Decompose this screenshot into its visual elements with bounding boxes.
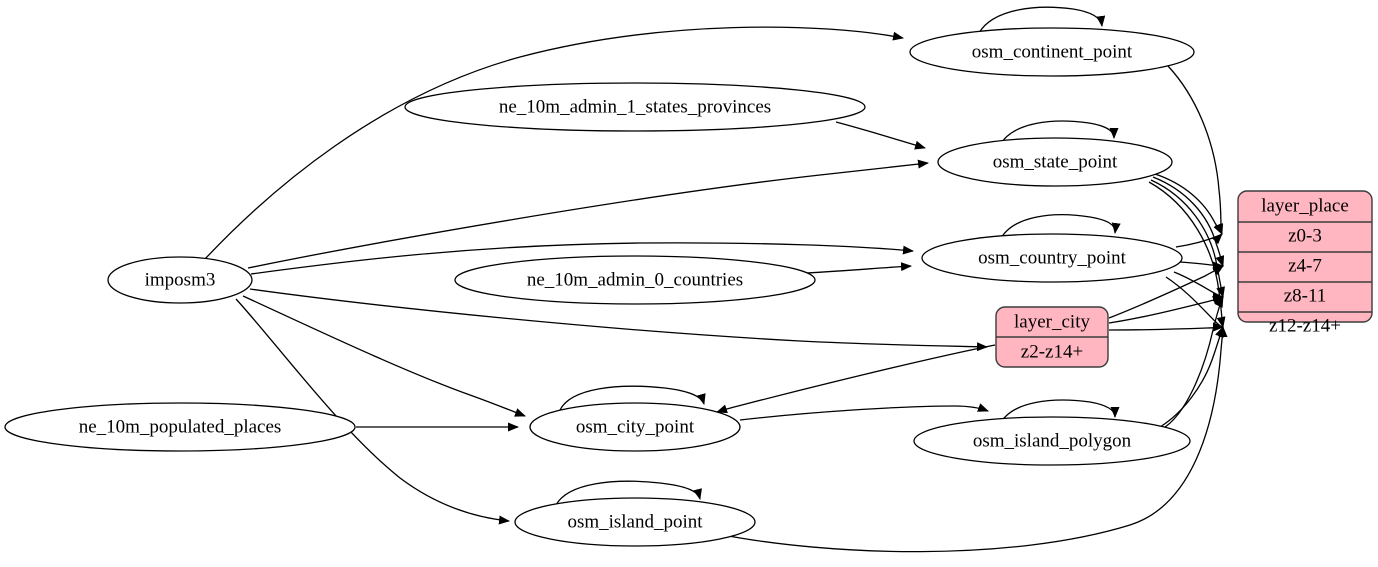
record-node-layer_city[interactable]: layer_city z2-z14+ <box>995 306 1109 368</box>
node-label: osm_country_point <box>978 247 1126 268</box>
selfloop-osm_city_point <box>559 385 706 411</box>
node-label: ne_10m_admin_1_states_provinces <box>499 96 771 117</box>
edge-layer_city-to-osm_city_point <box>716 344 996 414</box>
selfloop-osm_continent_point <box>978 6 1106 34</box>
node-label: osm_city_point <box>576 416 695 437</box>
edge-osm_continent_point-to-layer_place-z0-3 <box>1167 65 1224 235</box>
node-osm_state_point[interactable]: osm_state_point <box>937 137 1173 187</box>
edge-imposm3-to-layer_city <box>249 288 988 352</box>
edge-osm_country_point-to-layer_place-z12 <box>1165 276 1224 332</box>
node-ne_10m_admin_1_states_provinces[interactable]: ne_10m_admin_1_states_provinces <box>404 82 866 132</box>
selfloop-osm_country_point <box>999 214 1121 241</box>
edges-layer <box>204 6 1228 553</box>
edge-imposm3-to-osm_island_point <box>235 298 510 525</box>
node-osm_city_point[interactable]: osm_city_point <box>529 402 741 452</box>
node-label: osm_continent_point <box>972 41 1133 62</box>
record-row-z2[interactable]: z2-z14+ <box>1021 341 1083 362</box>
node-label: ne_10m_admin_0_countries <box>527 269 743 290</box>
node-osm_continent_point[interactable]: osm_continent_point <box>909 27 1195 77</box>
node-osm_island_point[interactable]: osm_island_point <box>514 497 756 547</box>
node-ne_10m_admin_0_countries[interactable]: ne_10m_admin_0_countries <box>454 255 816 305</box>
edge-osm_island_point-to-layer_place-z12 <box>717 326 1228 553</box>
record-nodes-layer: layer_city z2-z14+ layer_place z0-3 z4-7… <box>995 190 1373 368</box>
record-node-layer_place[interactable]: layer_place z0-3 z4-7 z8-11 z12-z14+ <box>1237 190 1373 336</box>
selfloop-osm_island_polygon <box>999 399 1120 425</box>
node-label: imposm3 <box>145 269 216 290</box>
edge-osm_island_polygon-to-layer_place-z8-11 <box>1161 296 1224 430</box>
record-title: layer_city <box>1014 311 1090 332</box>
edge-imposm3-to-osm_state_point <box>247 159 929 269</box>
nodes-layer: imposm3 ne_10m_admin_1_states_provinces … <box>4 27 1195 547</box>
edge-osm_state_point-to-layer_place-z12 <box>1148 181 1226 328</box>
edge-imposm3-to-osm_city_point <box>242 295 526 417</box>
edge-osm_state_point-to-layer_place-z8-11 <box>1150 179 1225 298</box>
edge-layer_city-to-layer_place-z4-7 <box>1108 265 1224 319</box>
node-label: osm_island_point <box>567 511 703 532</box>
edge-ne_countries-to-osm_country_point <box>805 262 912 274</box>
selfloop-osm_state_point <box>999 120 1119 146</box>
edge-osm_country_point-to-layer_place-z0-3 <box>1175 233 1223 248</box>
record-row-z12-z14[interactable]: z12-z14+ <box>1269 315 1341 336</box>
node-label: ne_10m_populated_places <box>79 416 282 437</box>
record-row-z8-11[interactable]: z8-11 <box>1284 285 1327 306</box>
selfloop-osm_island_point <box>555 480 702 506</box>
node-label: osm_state_point <box>993 151 1118 172</box>
record-row-z0-3[interactable]: z0-3 <box>1288 225 1322 246</box>
edge-layer_city-to-layer_place-z12 <box>1108 322 1224 332</box>
node-osm_island_polygon[interactable]: osm_island_polygon <box>913 416 1191 466</box>
edge-osm_state_point-to-layer_place-z0-3 <box>1154 173 1223 235</box>
edge-imposm3-to-osm_country_point <box>250 242 914 275</box>
edge-osm_island_polygon-to-layer_place-z12 <box>1159 326 1224 428</box>
record-row-z4-7[interactable]: z4-7 <box>1288 255 1322 276</box>
node-ne_10m_populated_places[interactable]: ne_10m_populated_places <box>4 402 356 452</box>
edge-osm_city_point-to-osm_island_polygon <box>739 403 989 421</box>
node-osm_country_point[interactable]: osm_country_point <box>921 233 1183 283</box>
node-imposm3[interactable]: imposm3 <box>107 256 253 304</box>
edge-layer_city-to-layer_place-z8-11 <box>1108 295 1224 324</box>
edge-imposm3-to-osm_continent_point <box>204 26 904 260</box>
edge-ne_states-to-osm_state_point <box>835 121 926 150</box>
node-label: osm_island_polygon <box>973 430 1132 451</box>
record-title: layer_place <box>1261 195 1349 216</box>
